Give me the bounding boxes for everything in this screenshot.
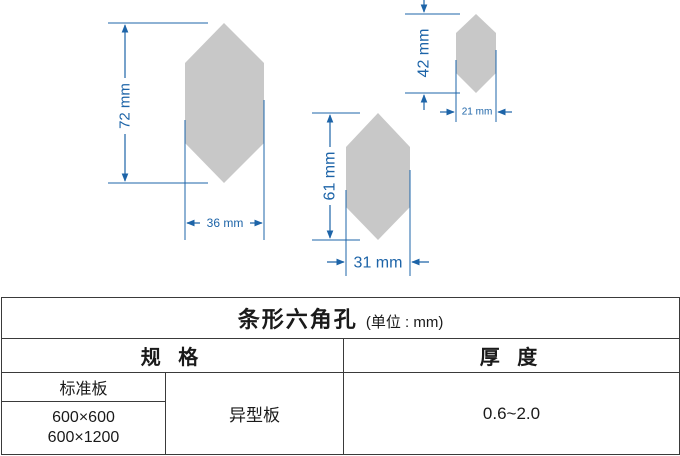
unit-label: (单位 : mm) — [365, 314, 444, 331]
standard-size-2: 600×1200 — [47, 429, 120, 446]
standard-panel-label: 标准板 — [1, 372, 166, 402]
hexagon-small-shape — [456, 14, 496, 93]
thickness-value: 0.6~2.0 — [343, 372, 680, 455]
spec-header: 规 格 — [1, 338, 344, 373]
hexagon-medium-shape — [346, 113, 410, 240]
thickness-header: 厚 度 — [343, 338, 680, 373]
standard-size-1: 600×600 — [52, 409, 115, 426]
width-label-large: 36 mm — [207, 216, 244, 230]
width-label-small: 21 mm — [462, 107, 493, 118]
height-label-large: 72 mm — [117, 83, 134, 129]
hexagon-large-shape — [185, 23, 264, 183]
hexagon-small: 42 mm 21 mm — [405, 0, 512, 122]
hexagon-large: 72 mm 36 mm — [108, 22, 265, 240]
table-title-text: 条形六角孔 — [237, 307, 358, 332]
table-title: 条形六角孔 (单位 : mm) — [1, 297, 680, 339]
hexagon-dimension-diagram: 72 mm 36 mm 61 mm 31 mm 42 mm 21 mm — [108, 0, 512, 276]
hexagon-medium: 61 mm 31 mm — [312, 112, 429, 276]
standard-sizes-cell: 600×600 600×1200 — [1, 401, 166, 455]
custom-panel-label: 异型板 — [165, 372, 344, 455]
height-label-small: 42 mm — [416, 29, 433, 78]
spec-table: 条形六角孔 (单位 : mm) 规 格 厚 度 标准板 异型板 0.6~2.0 … — [1, 297, 680, 455]
height-label-medium: 61 mm — [322, 152, 339, 201]
width-label-medium: 31 mm — [354, 255, 403, 272]
